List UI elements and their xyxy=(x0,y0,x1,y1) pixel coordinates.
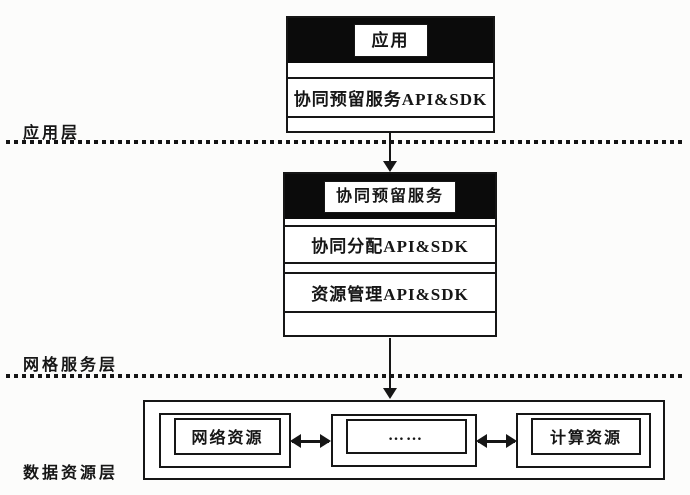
arrow-head-icon xyxy=(383,388,397,399)
grid-service-tier-header: 协同预留服务 xyxy=(285,174,495,219)
application-tier-header: 应用 xyxy=(288,18,493,63)
spacer-row xyxy=(285,264,495,274)
spacer-row xyxy=(288,118,493,131)
spacer-row xyxy=(285,313,495,335)
layer-divider-grid-service xyxy=(6,374,682,378)
grid-service-header-label: 协同预留服务 xyxy=(323,180,456,213)
application-api-row: 协同预留服务API&SDK xyxy=(288,79,493,118)
layer-label-application: 应用层 xyxy=(23,125,81,142)
spacer-row xyxy=(288,63,493,79)
grid-service-tier-box: 协同预留服务 协同分配API&SDK 资源管理API&SDK xyxy=(283,172,497,337)
double-arrow-icon xyxy=(290,434,332,448)
layer-label-grid-service: 网格服务层 xyxy=(23,357,119,374)
grid-service-api-row-resource-mgmt: 资源管理API&SDK xyxy=(285,274,495,313)
resource-node-ellipsis-label: …… xyxy=(345,418,467,454)
data-resource-tier-box: 网络资源 …… 计算资源 xyxy=(143,400,665,480)
grid-service-api-row-allocation: 协同分配API&SDK xyxy=(285,227,495,264)
arrow-shaft xyxy=(389,338,391,389)
layer-label-data-resource: 数据资源层 xyxy=(23,465,119,482)
resource-node-ellipsis: …… xyxy=(330,413,477,467)
arrow-application-to-grid xyxy=(382,132,398,172)
resource-node-network: 网络资源 xyxy=(159,412,291,468)
arrow-head-icon xyxy=(383,161,397,172)
arrow-shaft xyxy=(389,132,391,162)
application-header-label: 应用 xyxy=(353,24,428,57)
double-arrow-icon xyxy=(475,434,517,448)
layer-divider-application xyxy=(6,140,682,144)
spacer-row xyxy=(285,219,495,227)
arrow-grid-to-data xyxy=(382,338,398,400)
resource-node-compute: 计算资源 xyxy=(516,412,651,468)
resource-node-network-label: 网络资源 xyxy=(174,417,281,455)
application-tier-box: 应用 协同预留服务API&SDK xyxy=(286,16,495,133)
resource-node-compute-label: 计算资源 xyxy=(531,417,641,455)
